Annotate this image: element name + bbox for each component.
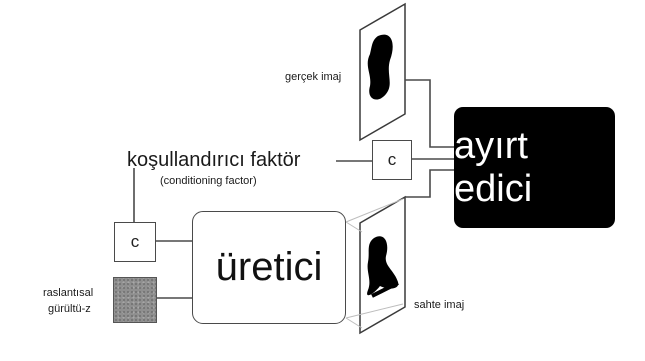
flow-lines [133,79,454,299]
condition-box-discriminator: c [372,140,412,180]
noise-label-line2: gürültü-z [48,303,91,315]
real-image-silhouette [367,34,393,100]
fake-image-label: sahte imaj [414,299,465,311]
generator-box: üretici [192,211,346,324]
random-noise-box [113,277,157,323]
condition-box-generator: c [114,222,156,262]
real-image-panel [359,2,406,142]
fake-image-silhouette [367,236,399,296]
discriminator-box: ayırt edici [454,107,615,228]
generator-label: üretici [215,245,323,289]
real-image-label: gerçek imaj [285,71,342,83]
conditioning-factor-label: koşullandırıcı faktör [127,149,301,171]
fake-image-panel [359,195,406,335]
discriminator-label: ayırt edici [454,124,533,210]
projection-lines [345,198,404,329]
noise-label-line1: raslantısal [43,287,94,299]
conditioning-factor-english-label: (conditioning factor) [160,175,257,187]
